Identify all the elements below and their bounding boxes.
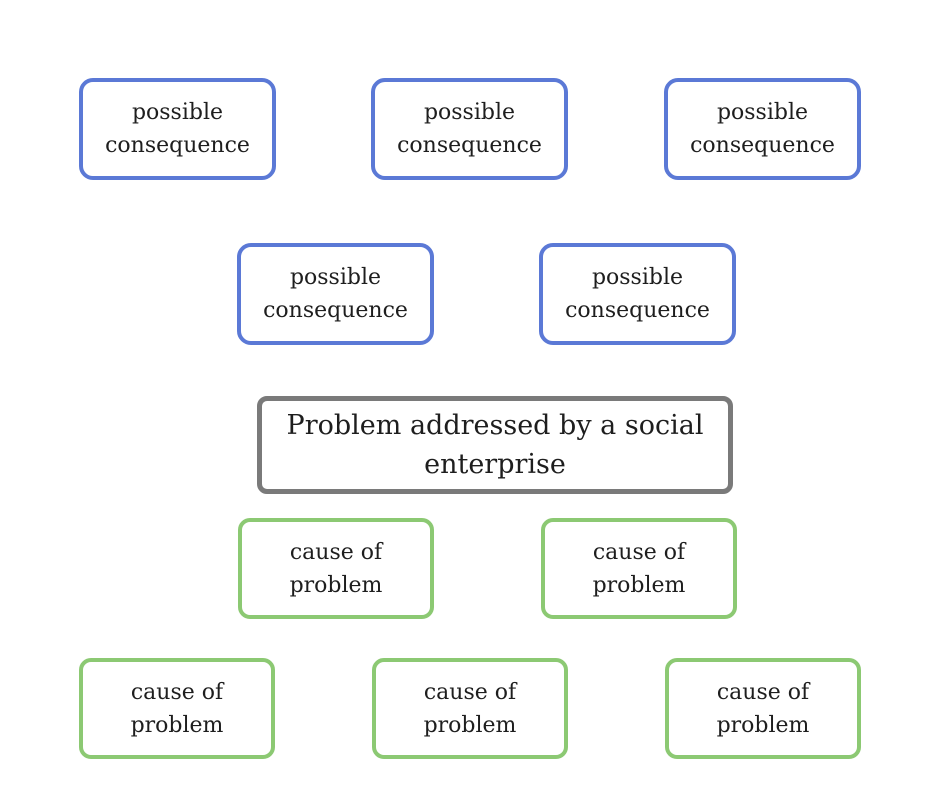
consequence-box-4: possible consequence xyxy=(237,243,434,345)
consequence-box-3: possible consequence xyxy=(664,78,861,180)
cause-box-4: cause of problem xyxy=(372,658,568,759)
cause-box-1: cause of problem xyxy=(238,518,434,619)
cause-box-3: cause of problem xyxy=(79,658,275,759)
cause-box-2: cause of problem xyxy=(541,518,737,619)
cause-box-5: cause of problem xyxy=(665,658,861,759)
consequence-box-5: possible consequence xyxy=(539,243,736,345)
consequence-box-2: possible consequence xyxy=(371,78,568,180)
consequence-box-1: possible consequence xyxy=(79,78,276,180)
central-problem-box: Problem addressed by a social enterprise xyxy=(257,396,733,494)
